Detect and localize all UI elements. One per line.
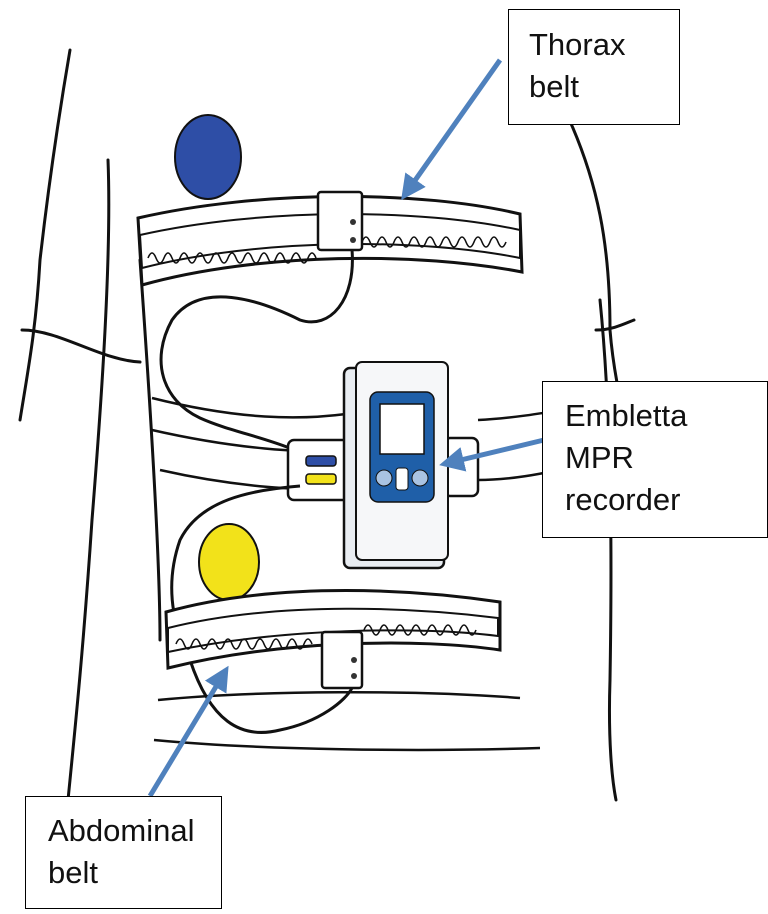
embletta-device [344, 362, 448, 568]
abdominal-belt-label: Abdominal belt [25, 796, 222, 909]
abdominal-belt [154, 591, 540, 750]
recorder-label-line-1: Embletta [565, 395, 751, 437]
thorax-belt-label: Thorax belt [508, 9, 680, 125]
thorax-belt [138, 192, 522, 285]
abdominal-label-line-2: belt [48, 852, 205, 894]
recorder-label: Embletta MPR recorder [542, 381, 768, 538]
abdominal-label-line-1: Abdominal [48, 810, 205, 852]
thorax-arrow [404, 60, 500, 196]
yellow-electrode [199, 524, 259, 600]
abdominal-arrow [150, 670, 226, 796]
recorder-label-line-2: MPR [565, 437, 751, 479]
blue-electrode [175, 115, 241, 199]
thorax-label-line-2: belt [529, 66, 663, 108]
thorax-label-line-1: Thorax [529, 24, 663, 66]
recorder-label-line-3: recorder [565, 479, 751, 521]
